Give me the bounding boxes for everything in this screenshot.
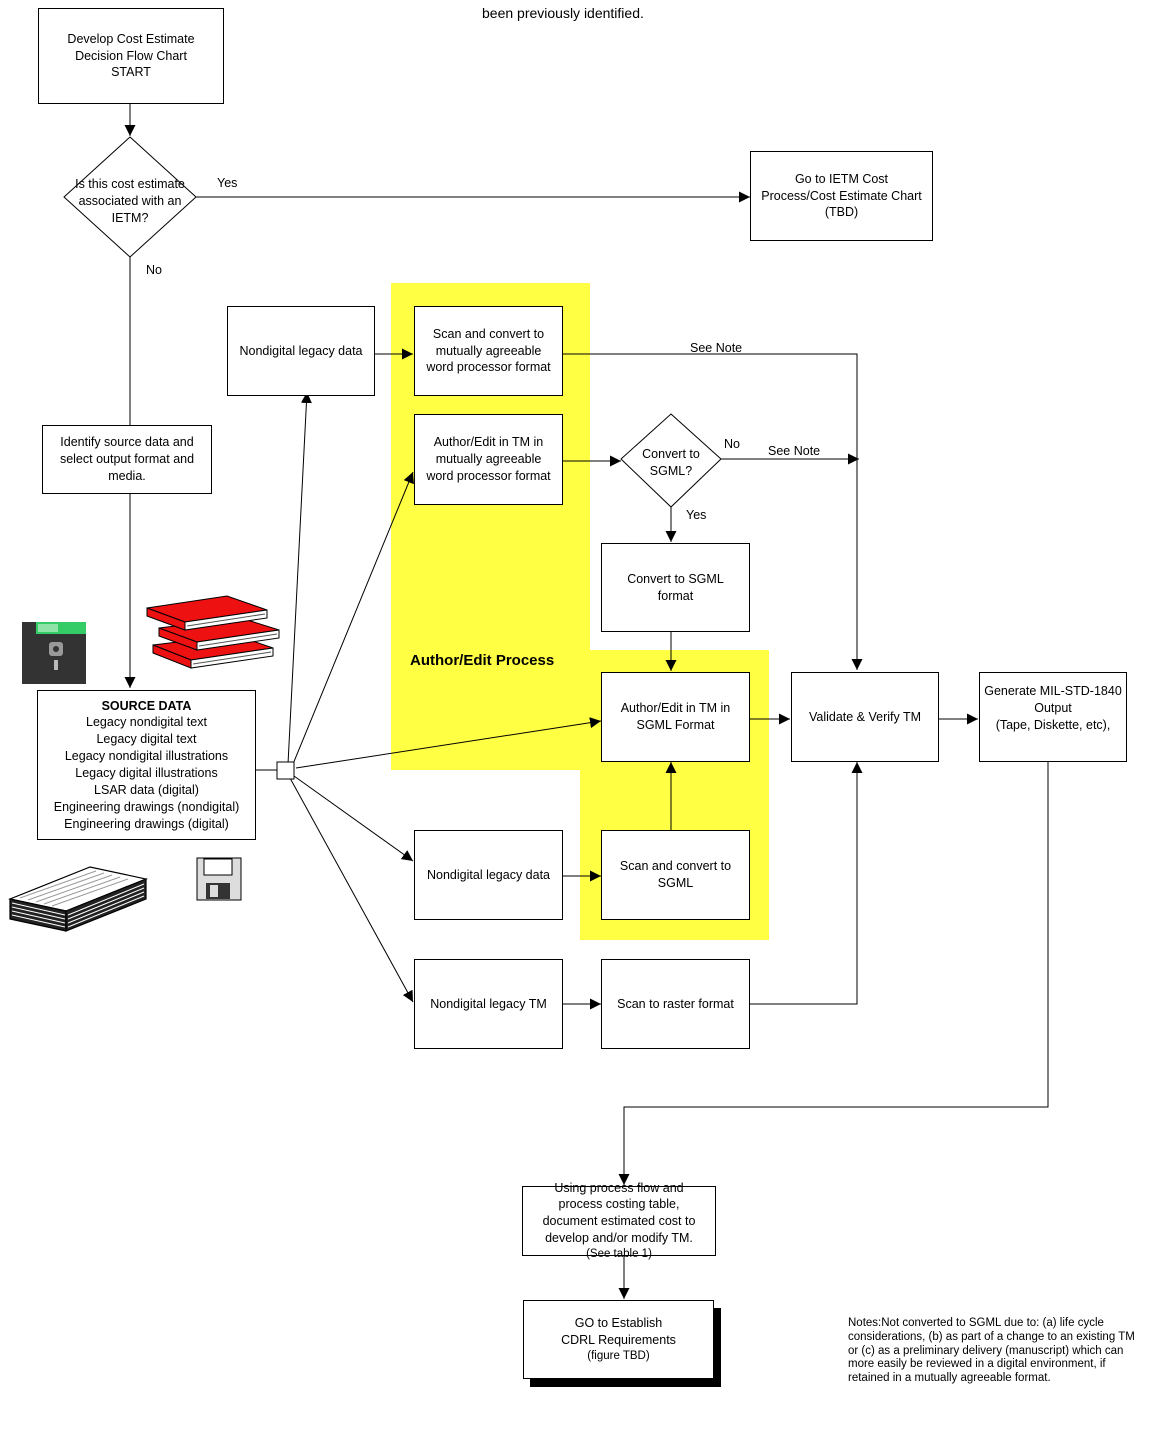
generate-line-1: Generate MIL-STD-1840 [984, 684, 1122, 698]
convert-question-line-2: SGML? [649, 463, 693, 478]
yes-label-convert: Yes [686, 508, 707, 522]
identify-line-3: media. [108, 468, 146, 483]
identify-line-1: Identify source data and [60, 435, 194, 450]
nondigital-legacy-data-box-1[interactable]: Nondigital legacy data [227, 306, 375, 396]
cdrl-line-2: CDRL Requirements [561, 1332, 676, 1347]
source-data-item: Legacy digital text [96, 732, 197, 747]
ietm-goto-line-1: Go to IETM Cost [794, 171, 889, 186]
top-text: been previously identified. [482, 5, 644, 21]
start-line-1: Develop Cost Estimate [67, 31, 195, 46]
convert-sgml-line-1: Convert to SGML [627, 571, 724, 586]
convert-sgml-line-2: format [657, 588, 694, 603]
convert-sgml-box[interactable]: Convert to SGML format [601, 543, 750, 632]
identify-line-2: select output format and [59, 452, 195, 467]
no-label-convert: No [724, 437, 740, 451]
ietm-decision-text[interactable]: Is this cost estimate associated with an… [62, 176, 198, 227]
author-wp-line-1: Author/Edit in TM in [433, 435, 544, 450]
scan-convert-sgml-box[interactable]: Scan and convert to SGML [601, 830, 750, 920]
source-data-item: Engineering drawings (digital) [64, 816, 229, 831]
validate-box[interactable]: Validate & Verify TM [791, 672, 939, 762]
scan-wp-line-2: mutually agreeable [435, 343, 542, 358]
ietm-goto-line-2: Process/Cost Estimate Chart [761, 188, 922, 203]
source-data-item: Legacy nondigital text [86, 715, 207, 730]
start-line-2: Decision Flow Chart [75, 48, 187, 63]
see-note-label-1: See Note [690, 341, 743, 355]
author-edit-process-label: Author/Edit Process [410, 652, 555, 669]
paper-stack-icon [8, 866, 148, 932]
scan-convert-wp-box[interactable]: Scan and convert to mutually agreeable w… [414, 306, 563, 396]
nondigital-legacy-tm-box[interactable]: Nondigital legacy TM [414, 959, 563, 1049]
see-note-label-2: See Note [768, 444, 821, 458]
generate-line-2: Output [1034, 700, 1072, 715]
no-label-ietm: No [146, 263, 162, 277]
source-data-title: SOURCE DATA [101, 698, 192, 713]
source-data-box[interactable]: SOURCE DATA Legacy nondigital text Legac… [37, 690, 256, 840]
ietm-question-line-2: associated with an [78, 193, 182, 208]
source-data-item: Engineering drawings (nondigital) [53, 799, 240, 814]
generate-line-3: (Tape, Diskette, etc), [995, 717, 1111, 732]
author-wp-line-3: word processor format [426, 468, 551, 483]
start-line-3: START [111, 65, 151, 80]
ietm-goto-box[interactable]: Go to IETM Cost Process/Cost Estimate Ch… [750, 151, 933, 241]
identify-box[interactable]: Identify source data and select output f… [42, 425, 212, 494]
generate-output-box[interactable]: Generate MIL-STD-1840 Output (Tape, Disk… [979, 672, 1127, 762]
floppy-disk-large-icon [22, 622, 86, 684]
document-cost-line-2: process costing table, [558, 1197, 680, 1212]
convert-question-line-1: Convert to [642, 447, 700, 461]
convert-decision-text[interactable]: Convert to SGML? [626, 446, 716, 480]
author-edit-wp-box[interactable]: Author/Edit in TM in mutually agreeable … [414, 414, 563, 505]
cdrl-line-1: GO to Establish [574, 1315, 663, 1330]
ietm-question-line-1: Is this cost estimate [75, 177, 185, 191]
nondigital-legacy-2-text: Nondigital legacy data [427, 867, 550, 882]
ietm-question-line-3: IETM? [111, 210, 149, 225]
validate-text: Validate & Verify TM [808, 709, 922, 724]
notes-label: Notes: [848, 1317, 882, 1329]
scan-wp-line-3: word processor format [426, 360, 551, 375]
document-cost-line-5: (See table 1) [586, 1248, 652, 1260]
author-edit-sgml-box[interactable]: Author/Edit in TM in SGML Format [601, 672, 750, 762]
ietm-goto-line-3: (TBD) [824, 205, 859, 220]
document-cost-line-1: Using process flow and [554, 1180, 684, 1195]
author-sgml-line-2: SGML Format [636, 718, 715, 732]
nondigital-legacy-1-text: Nondigital legacy data [239, 343, 363, 358]
cdrl-box[interactable]: GO to Establish CDRL Requirements (figur… [523, 1300, 714, 1379]
yes-label-ietm: Yes [217, 176, 238, 190]
document-cost-line-4: develop and/or modify TM. [545, 1231, 693, 1246]
source-data-item: Legacy nondigital illustrations [64, 749, 229, 764]
red-books-icon [146, 595, 280, 669]
author-sgml-line-1: Author/Edit in TM in [620, 701, 731, 716]
scan-sgml-line-1: Scan and convert to [619, 859, 732, 874]
nondigital-tm-text: Nondigital legacy TM [430, 996, 547, 1011]
scan-sgml-line-2: SGML [657, 876, 694, 890]
nondigital-legacy-data-box-2[interactable]: Nondigital legacy data [414, 830, 563, 920]
floppy-disk-small-icon [196, 857, 242, 901]
scan-wp-line-1: Scan and convert to [432, 326, 545, 341]
start-box[interactable]: Develop Cost Estimate Decision Flow Char… [38, 8, 224, 104]
notes-block: Notes:Not converted to SGML due to: (a) … [848, 1317, 1146, 1386]
source-data-item: LSAR data (digital) [94, 782, 199, 797]
scan-raster-text: Scan to raster format [617, 996, 734, 1011]
document-cost-box[interactable]: Using process flow and process costing t… [522, 1181, 716, 1260]
source-data-item: Legacy digital illustrations [75, 766, 218, 780]
scan-raster-box[interactable]: Scan to raster format [601, 959, 750, 1049]
author-wp-line-2: mutually agreeable [435, 452, 542, 467]
document-cost-line-3: document estimated cost to [542, 1214, 696, 1229]
cdrl-line-3: (figure TBD) [587, 1349, 650, 1362]
notes-text: Not converted to SGML due to: (a) life c… [848, 1317, 1135, 1385]
